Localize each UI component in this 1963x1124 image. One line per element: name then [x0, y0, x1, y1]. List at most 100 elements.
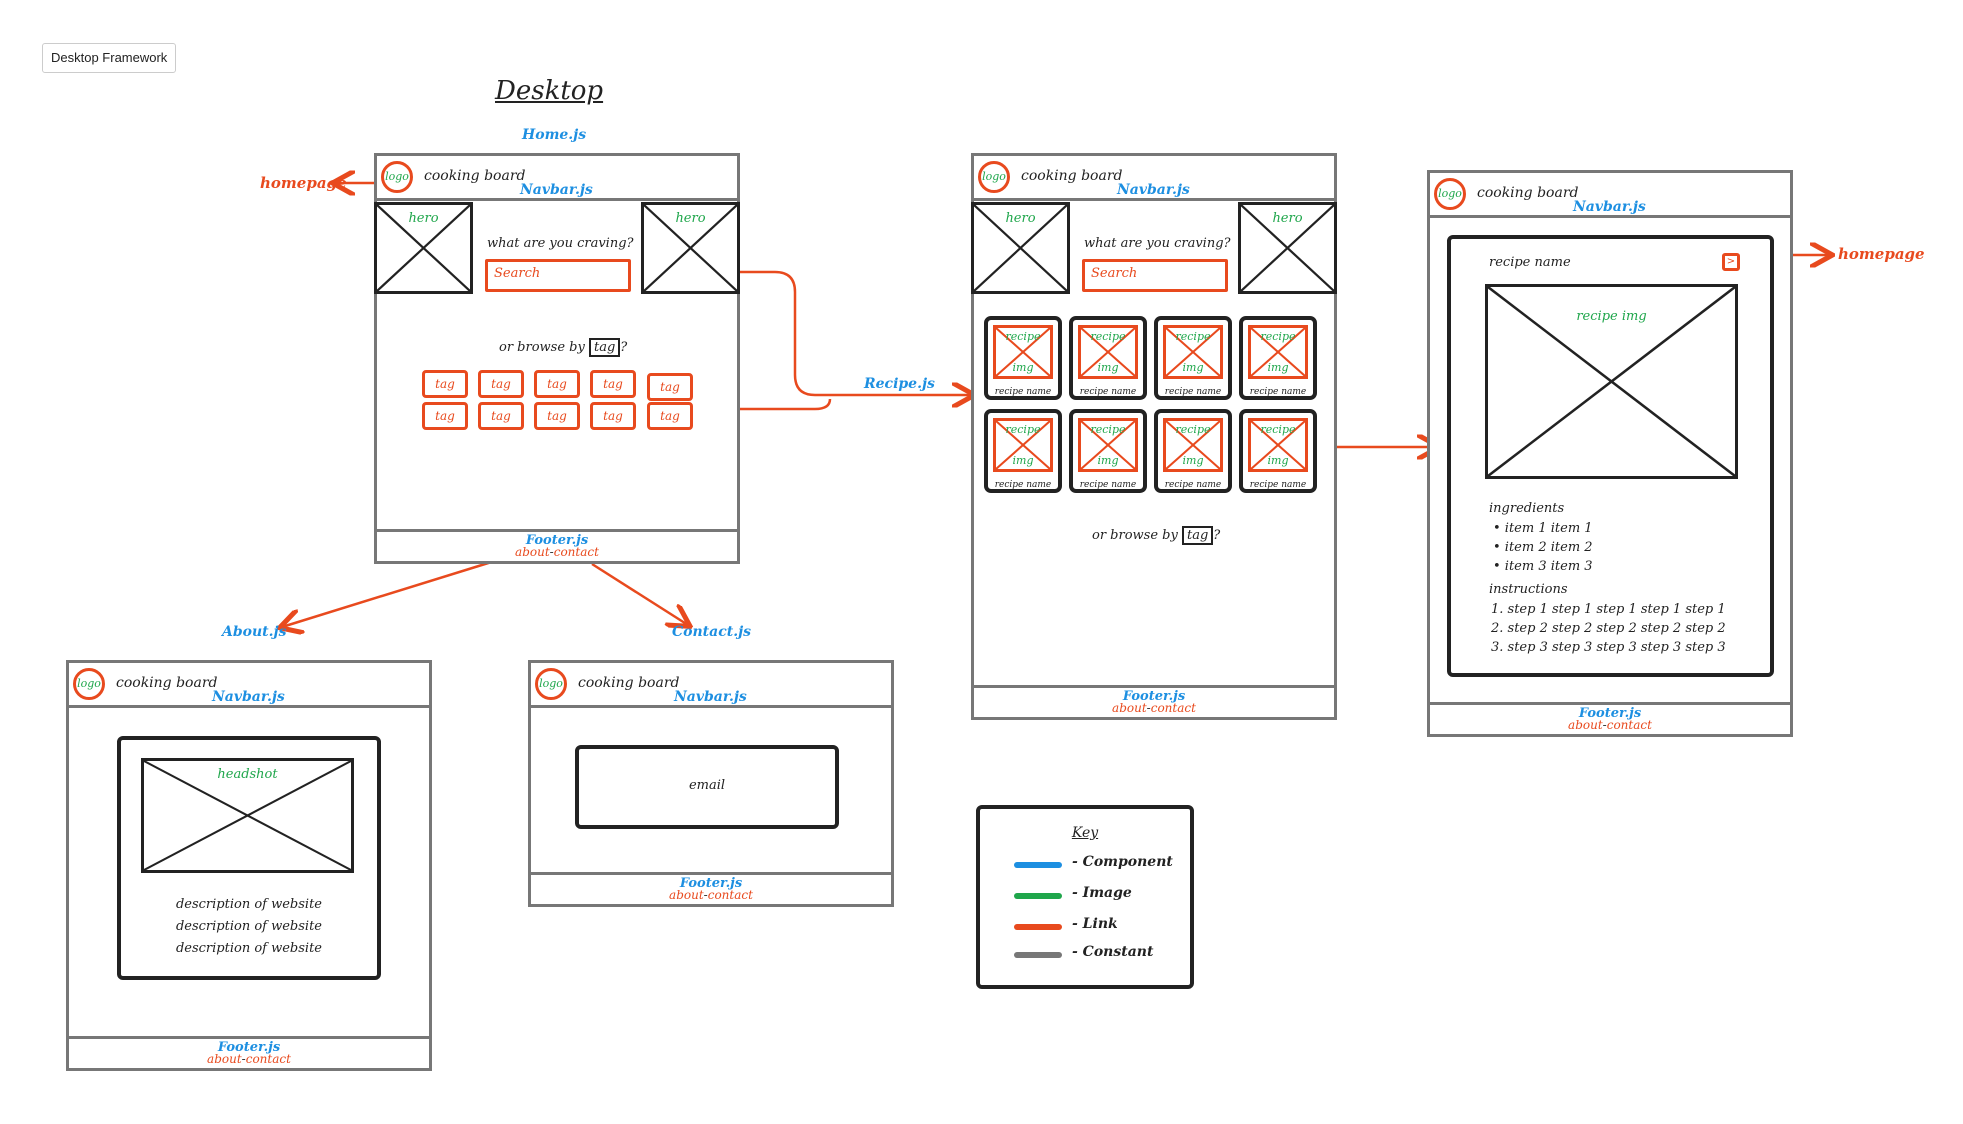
search-input[interactable]: Search	[1082, 259, 1228, 292]
footer: Footer.js about-contact	[377, 529, 737, 561]
recipe-card-image-label: recipe	[1175, 423, 1211, 436]
browse-suffix: ?	[620, 340, 628, 355]
tag-button[interactable]: tag	[590, 370, 636, 398]
tag-button[interactable]: tag	[647, 373, 693, 401]
homepage-link-left[interactable]: homepage	[260, 174, 347, 192]
home-page-frame: logo cooking board Navbar.js hero hero w…	[374, 153, 740, 564]
email-box[interactable]: email	[575, 745, 839, 829]
logo[interactable]: logo	[73, 668, 105, 700]
tag-button[interactable]: tag	[422, 370, 468, 398]
navbar: logo cooking board Navbar.js	[974, 156, 1334, 201]
ingredients-title: ingredients	[1489, 501, 1565, 516]
about-link[interactable]: about	[1568, 718, 1603, 732]
tag-button[interactable]: tag	[534, 370, 580, 398]
key-legend: Key - Component- Image- Link- Constant	[976, 805, 1194, 989]
navbar-label: Navbar.js	[520, 182, 593, 198]
footer-links: about-contact	[974, 701, 1334, 715]
key-color-swatch	[1014, 862, 1062, 868]
tag-button[interactable]: tag	[590, 402, 636, 430]
recipe-image-label: recipe img	[1576, 309, 1647, 324]
tag-button[interactable]: tag	[422, 402, 468, 430]
tag-button[interactable]: tag	[647, 402, 693, 430]
logo[interactable]: logo	[535, 668, 567, 700]
description-line: description of website	[175, 941, 323, 956]
brand-name: cooking board	[1477, 185, 1579, 201]
recipe-label: Recipe.js	[864, 376, 935, 392]
recipe-card-name: recipe name	[1164, 480, 1222, 490]
about-link[interactable]: about	[669, 888, 704, 902]
footer: Footer.js about-contact	[974, 685, 1334, 717]
key-color-swatch	[1014, 893, 1062, 899]
browse-tag-box[interactable]: tag	[1181, 526, 1214, 545]
search-input[interactable]: Search	[485, 259, 631, 292]
key-label: - Component	[1072, 854, 1173, 870]
arrow-search-recipe	[632, 270, 972, 395]
navbar-label: Navbar.js	[674, 689, 747, 705]
footer-label: Footer.js	[525, 533, 589, 548]
close-button[interactable]: >	[1722, 253, 1740, 271]
browse-prefix: or browse by	[1092, 528, 1178, 543]
brand-name: cooking board	[424, 168, 526, 184]
recipe-card-name: recipe name	[994, 387, 1052, 397]
contact-link[interactable]: contact	[707, 888, 753, 902]
contact-page-frame: logo cooking board Navbar.js email Foote…	[528, 660, 894, 907]
tag-button[interactable]: tag	[534, 402, 580, 430]
craving-prompt: what are you craving?	[1084, 236, 1231, 251]
browse-tag-box[interactable]: tag	[588, 338, 621, 357]
page-title: Desktop	[495, 76, 604, 106]
contact-link[interactable]: contact	[1606, 718, 1652, 732]
about-link[interactable]: about	[515, 545, 550, 559]
footer-links: about-contact	[531, 888, 891, 902]
recipe-card-image-label: recipe	[1175, 330, 1211, 343]
footer: Footer.js about-contact	[69, 1036, 429, 1068]
logo[interactable]: logo	[978, 161, 1010, 193]
logo[interactable]: logo	[381, 161, 413, 193]
tag-button[interactable]: tag	[478, 370, 524, 398]
recipe-card-name: recipe name	[1249, 480, 1307, 490]
hero-image-left: hero	[971, 202, 1070, 294]
footer-dash: -	[549, 545, 554, 559]
brand-name: cooking board	[1021, 168, 1123, 184]
about-link[interactable]: about	[1112, 701, 1147, 715]
hero-label: hero	[675, 211, 706, 226]
contact-link[interactable]: contact	[1150, 701, 1196, 715]
footer-dash: -	[703, 888, 708, 902]
recipe-card-image-label: img	[1182, 361, 1204, 374]
contact-link[interactable]: contact	[245, 1052, 291, 1066]
navbar: logo cooking board Navbar.js	[377, 156, 737, 201]
footer-dash: -	[1602, 718, 1607, 732]
recipe-card-image-label: img	[1012, 454, 1034, 467]
footer-dash: -	[241, 1052, 246, 1066]
key-label: - Image	[1072, 885, 1132, 901]
description-line: description of website	[175, 897, 323, 912]
footer-label: Footer.js	[1578, 706, 1642, 721]
recipe-card-name: recipe name	[1079, 480, 1137, 490]
recipe-image: recipe img	[1485, 284, 1738, 479]
key-color-swatch	[1014, 924, 1062, 930]
recipe-card-image-label: img	[1182, 454, 1204, 467]
logo[interactable]: logo	[1434, 178, 1466, 210]
tag-button[interactable]: tag	[478, 402, 524, 430]
footer-label: Footer.js	[1122, 689, 1186, 704]
contact-link[interactable]: contact	[553, 545, 599, 559]
hero-image-right: hero	[1238, 202, 1337, 294]
about-link[interactable]: about	[207, 1052, 242, 1066]
homepage-link-right[interactable]: homepage	[1838, 245, 1925, 263]
recipe-card-image: recipe img	[1163, 325, 1223, 379]
ingredient-item: • item 3 item 3	[1493, 559, 1593, 574]
description-line: description of website	[175, 919, 323, 934]
recipe-card-image-label: img	[1267, 454, 1289, 467]
navbar: logo cooking board Navbar.js	[69, 663, 429, 708]
recipe-card[interactable]: recipe img recipe name	[1154, 409, 1232, 493]
frame-label[interactable]: Desktop Framework	[42, 43, 177, 73]
